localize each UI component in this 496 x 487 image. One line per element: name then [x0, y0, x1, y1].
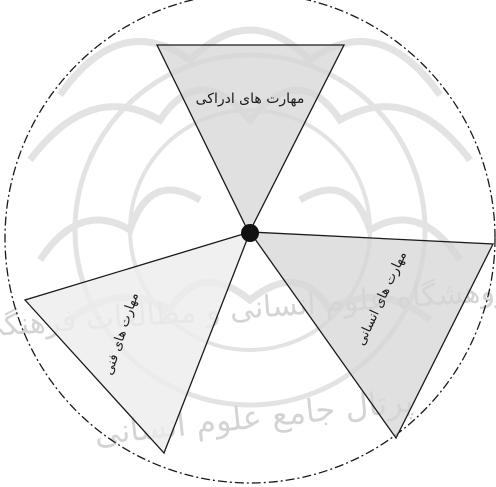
top-triangle — [157, 45, 344, 233]
top-triangle-label: مهارت های ادراکی — [196, 91, 305, 107]
center-dot — [241, 224, 259, 242]
